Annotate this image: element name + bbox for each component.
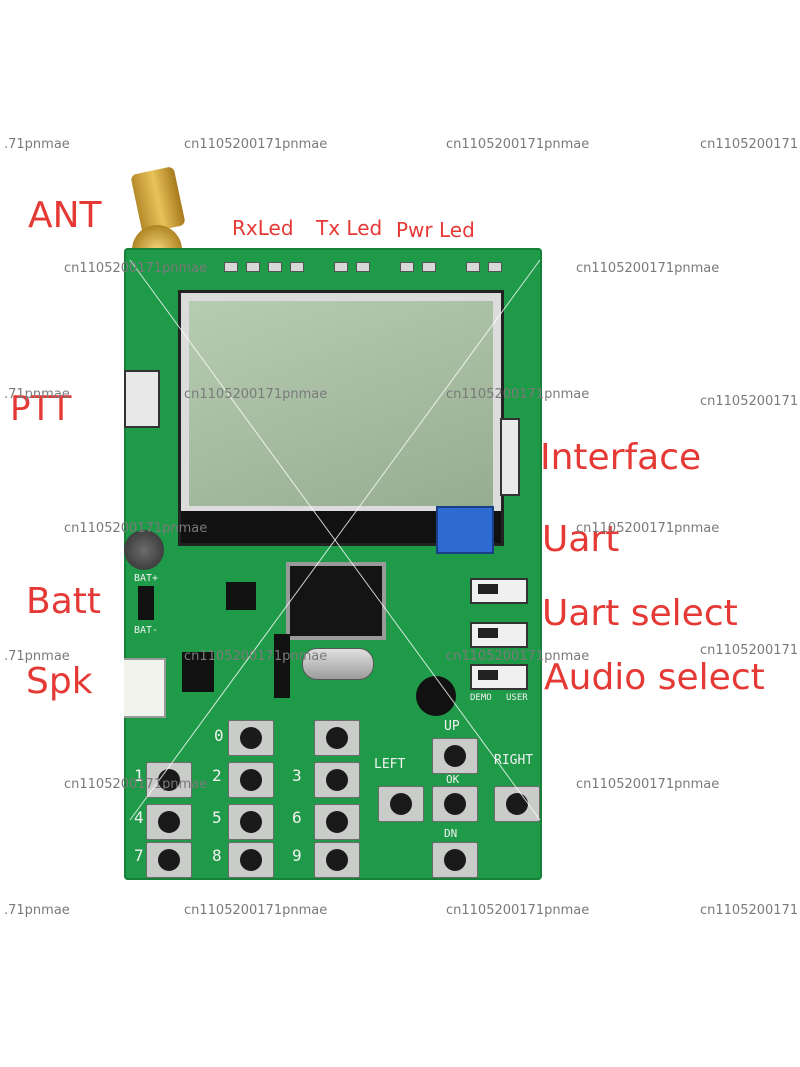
pin-header — [274, 634, 290, 698]
silk-key-1: 1 — [134, 766, 144, 785]
silk-user: USER — [506, 693, 528, 703]
mcu-chip — [286, 562, 386, 640]
key-right — [494, 786, 540, 822]
silk-right: RIGHT — [494, 753, 534, 768]
watermark: cn1105200171pnmae — [446, 137, 590, 152]
callout-ant: ANT — [28, 195, 102, 236]
speaker-connector — [124, 658, 166, 718]
key-8 — [228, 842, 274, 878]
watermark: cn1105200171pnmae — [446, 903, 590, 918]
watermark: cn1105200171 — [700, 903, 799, 918]
watermark: cn1105200171pnmae — [64, 261, 208, 276]
crystal-oscillator — [302, 648, 374, 680]
silk-key-8: 8 — [212, 846, 222, 865]
silk-up: UP — [444, 719, 460, 734]
key-7 — [146, 842, 192, 878]
uart-select-switch — [470, 622, 528, 648]
watermark: cn1105200171pnmae — [64, 777, 208, 792]
silk-key-5: 5 — [212, 808, 222, 827]
pcb-board: BAT+ BAT- 0 1 2 3 4 5 6 7 8 9 UP LEFT RI… — [124, 248, 542, 880]
key-9 — [314, 842, 360, 878]
callout-rxled: RxLed — [232, 216, 294, 240]
watermark: .71pnmae — [4, 649, 70, 664]
interface-header — [500, 418, 520, 496]
watermark: cn1105200171pnmae — [576, 261, 720, 276]
silk-left: LEFT — [374, 757, 406, 772]
audio-select-switch — [470, 664, 528, 690]
key-5 — [228, 804, 274, 840]
watermark: cn1105200171pnmae — [184, 137, 328, 152]
uart-switch — [470, 578, 528, 604]
silk-key-3: 3 — [292, 766, 302, 785]
key-left — [378, 786, 424, 822]
key-up — [432, 738, 478, 774]
key-dn — [432, 842, 478, 878]
watermark: .71pnmae — [4, 387, 70, 402]
lcd-screen — [189, 301, 493, 506]
silk-bat-minus: BAT- — [134, 625, 159, 636]
watermark: cn1105200171pnmae — [576, 777, 720, 792]
silk-bat-plus: BAT+ — [134, 573, 159, 584]
silk-demo: DEMO — [470, 693, 492, 703]
silk-dn: DN — [444, 827, 458, 840]
key-2 — [228, 762, 274, 798]
key-4 — [146, 804, 192, 840]
capacitor — [124, 530, 164, 570]
callout-uart: Uart — [542, 519, 620, 560]
watermark: cn1105200171pnmae — [446, 387, 590, 402]
watermark: cn1105200171 — [700, 394, 799, 409]
watermark: cn1105200171pnmae — [184, 387, 328, 402]
watermark: cn1105200171pnmae — [184, 649, 328, 664]
ic-chip — [226, 582, 256, 610]
watermark: cn1105200171pnmae — [64, 521, 208, 536]
watermark: cn1105200171pnmae — [184, 903, 328, 918]
silk-key-0: 0 — [214, 726, 224, 745]
callout-txled: Tx Led — [316, 216, 383, 240]
silk-ok: OK — [446, 773, 460, 786]
silk-key-6: 6 — [292, 808, 302, 827]
callout-audio-select: Audio select — [544, 657, 765, 698]
watermark: .71pnmae — [4, 137, 70, 152]
callout-interface: Interface — [540, 437, 702, 478]
key-extra — [314, 720, 360, 756]
callout-ptt: PTT — [10, 389, 72, 429]
watermark: cn1105200171pnmae — [576, 521, 720, 536]
watermark: cn1105200171 — [700, 643, 799, 658]
key-3 — [314, 762, 360, 798]
callout-spk: Spk — [26, 661, 93, 702]
key-6 — [314, 804, 360, 840]
silk-key-4: 4 — [134, 808, 144, 827]
battery-header — [138, 586, 154, 620]
lcd-display — [178, 290, 504, 546]
ptt-switch — [124, 370, 160, 428]
potentiometer — [436, 506, 494, 554]
watermark: cn1105200171 — [700, 137, 799, 152]
callout-batt: Batt — [26, 581, 101, 622]
silk-key-9: 9 — [292, 846, 302, 865]
ic-chip — [182, 652, 214, 692]
callout-pwrled: Pwr Led — [396, 218, 475, 242]
watermark: .71pnmae — [4, 903, 70, 918]
silk-key-7: 7 — [134, 846, 144, 865]
key-0 — [228, 720, 274, 756]
callout-uart-select: Uart select — [542, 593, 738, 634]
key-ok — [432, 786, 478, 822]
led-row — [224, 256, 502, 276]
watermark: cn1105200171pnmae — [446, 649, 590, 664]
silk-key-2: 2 — [212, 766, 222, 785]
